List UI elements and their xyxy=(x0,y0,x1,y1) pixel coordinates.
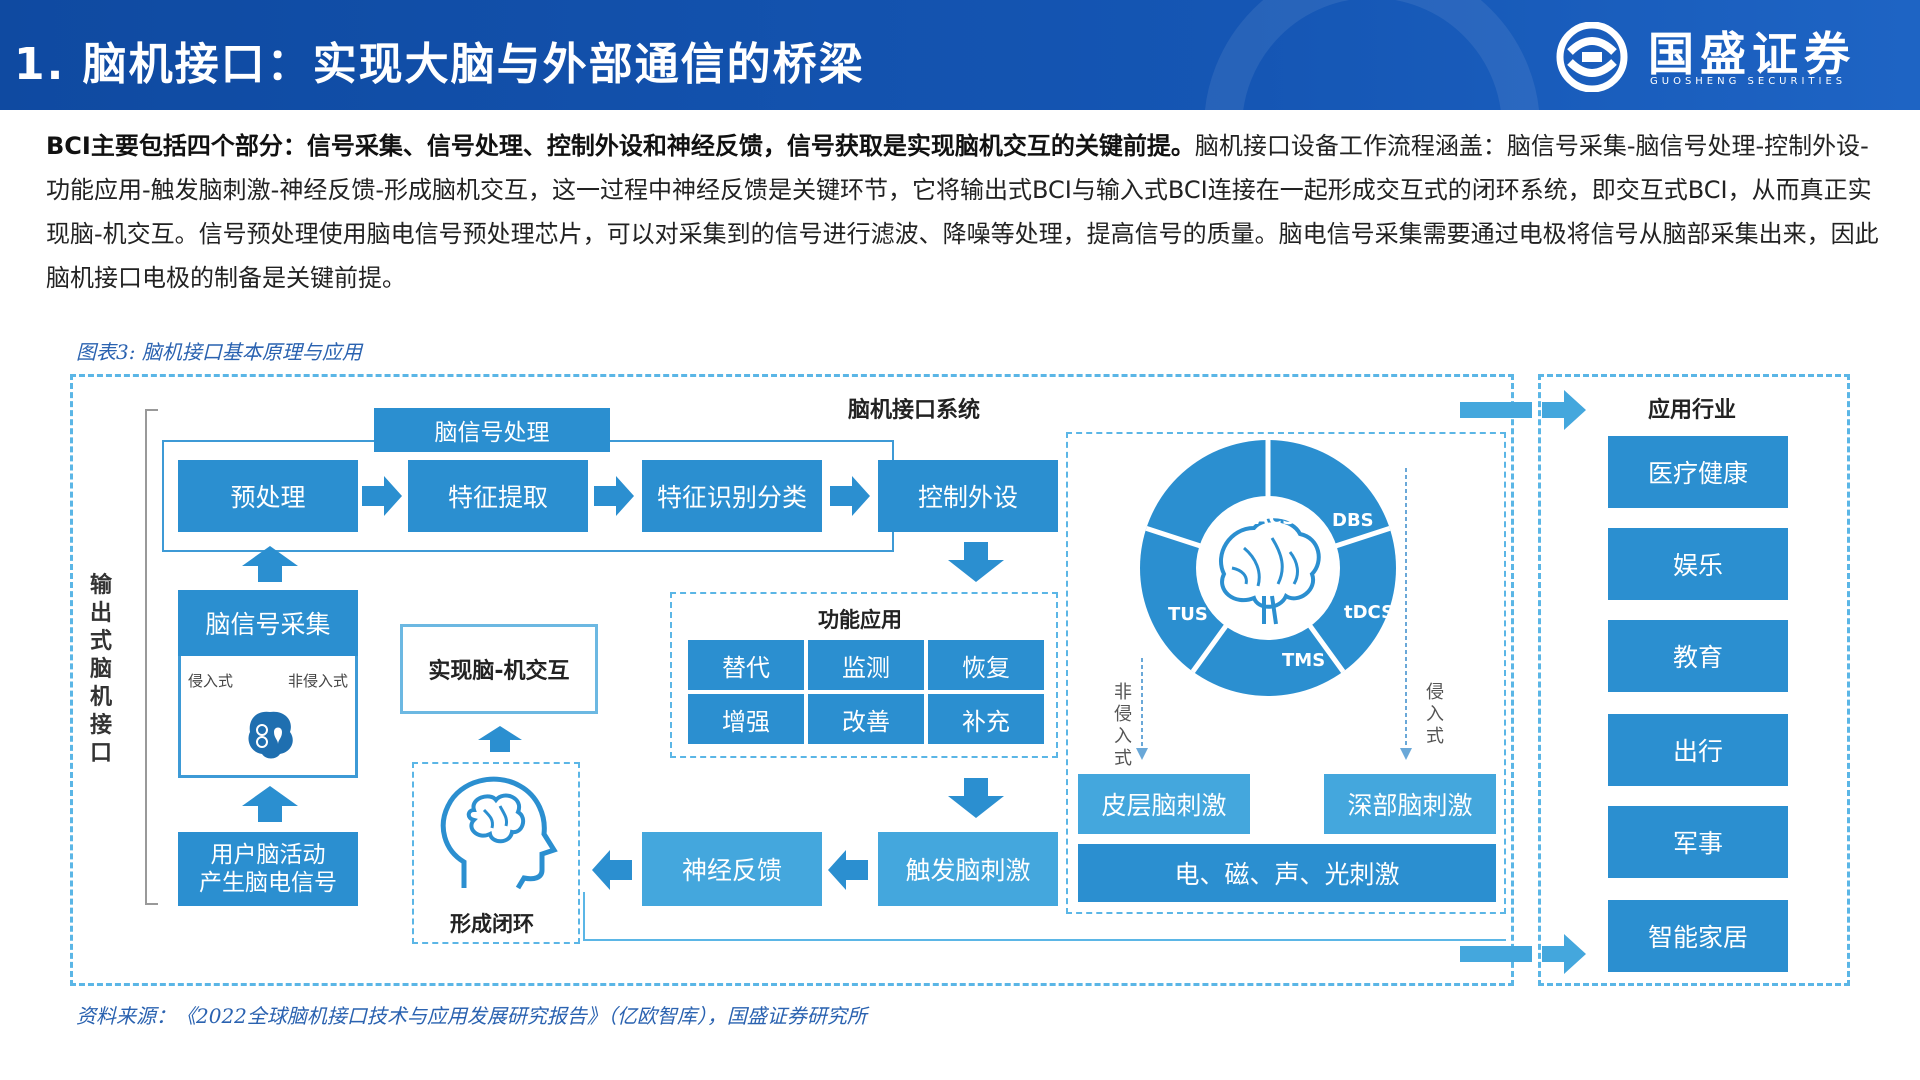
interaction-label: 实现脑-机交互 xyxy=(428,659,570,684)
arrow-up-icon xyxy=(242,546,298,582)
wheel-label: tACS xyxy=(1246,508,1295,529)
output-bci-label: 输出式脑机接口 xyxy=(89,573,112,766)
dashed-arrow-down-icon xyxy=(1136,658,1148,760)
industry-item: 智能家居 xyxy=(1608,900,1788,972)
bci-system-frame xyxy=(70,374,1514,986)
arrow-right-icon xyxy=(1460,390,1586,430)
trigger-stim-box: 触发脑刺激 xyxy=(878,832,1058,906)
wheel-label: TMS xyxy=(1282,650,1325,671)
interaction-box: 实现脑-机交互 xyxy=(400,624,598,714)
feature-classify-box: 特征识别分类 xyxy=(642,460,822,532)
arrow-up-icon xyxy=(478,726,522,752)
header-banner: 1. 脑机接口：实现大脑与外部通信的桥梁 国盛证券 GUOSHENG SECUR… xyxy=(0,0,1920,110)
signal-collect-box: 脑信号采集 xyxy=(178,590,358,656)
arrow-left-icon xyxy=(828,850,868,890)
wheel-label: TUS xyxy=(1168,604,1208,625)
func-item: 恢复 xyxy=(928,640,1044,690)
arrow-down-icon xyxy=(948,778,1004,818)
brain-chip-icon xyxy=(248,711,293,759)
stimulation-wheel: tACS DBS tDCS TMS TUS xyxy=(1140,440,1396,696)
industry-item: 军事 xyxy=(1608,806,1788,878)
dashed-arrow-down-icon xyxy=(1400,468,1412,760)
industry-frame xyxy=(1538,374,1850,986)
user-activity-box: 用户脑活动 产生脑电信号 xyxy=(178,832,358,906)
stimulation-frame xyxy=(1066,432,1506,914)
arrow-right-icon xyxy=(362,476,402,516)
wheel-label: DBS xyxy=(1332,510,1374,531)
logo-chinese-name: 国盛证券 xyxy=(1648,27,1856,81)
page-title: 1. 脑机接口：实现大脑与外部通信的桥梁 xyxy=(14,39,865,90)
header-decoration xyxy=(1204,0,1540,110)
arrow-right-icon xyxy=(594,476,634,516)
closed-loop-label: 形成闭环 xyxy=(450,912,534,936)
feedback-return-line xyxy=(583,892,1506,941)
arrow-down-icon xyxy=(948,542,1004,582)
neuro-feedback-box: 神经反馈 xyxy=(642,832,822,906)
output-bci-bracket xyxy=(145,409,158,905)
signal-processing-label: 脑信号处理 xyxy=(374,408,610,452)
control-device-box: 控制外设 xyxy=(878,460,1058,532)
func-item: 改善 xyxy=(808,694,924,744)
industry-title: 应用行业 xyxy=(1648,398,1737,423)
func-item: 替代 xyxy=(688,640,804,690)
bci-system-title: 脑机接口系统 xyxy=(848,398,981,423)
arrow-left-icon xyxy=(592,850,632,890)
preprocess-box: 预处理 xyxy=(178,460,358,532)
wheel-label: tDCS xyxy=(1344,602,1394,623)
guosheng-logo-icon xyxy=(1556,22,1628,92)
figure-caption: 图表3: 脑机接口基本原理与应用 xyxy=(76,340,362,364)
func-item: 监测 xyxy=(808,640,924,690)
industry-item: 医疗健康 xyxy=(1608,436,1788,508)
deep-stim-box: 深部脑刺激 xyxy=(1324,774,1496,834)
user-activity-line2: 产生脑电信号 xyxy=(199,870,337,896)
feature-extract-box: 特征提取 xyxy=(408,460,588,532)
invasive-vertical-label: 侵入式 xyxy=(1426,682,1444,747)
industry-item: 出行 xyxy=(1608,714,1788,786)
func-item: 增强 xyxy=(688,694,804,744)
function-app-frame xyxy=(670,592,1058,758)
head-brain-icon xyxy=(440,776,558,890)
arrow-up-icon xyxy=(242,786,298,822)
arrow-right-icon xyxy=(1460,934,1586,974)
bci-diagram: 脑机接口系统 应用行业 输出式脑机接口 脑信号处理 预处理 特征提取 特征识别分… xyxy=(62,368,1852,990)
user-activity-line1: 用户脑活动 xyxy=(210,842,326,868)
logo-english-name: GUOSHENG SECURITIES xyxy=(1650,76,1847,87)
intro-bold-lead: BCI主要包括四个部分：信号采集、信号处理、控制外设和神经反馈，信号获取是实现脑… xyxy=(46,132,1195,160)
non-invasive-vertical-label: 非侵入式 xyxy=(1114,682,1132,769)
intro-body-text: 脑机接口设备工作流程涵盖：脑信号采集-脑信号处理-控制外设-功能应用-触发脑刺激… xyxy=(46,132,1879,292)
invasive-label: 侵入式 xyxy=(188,672,234,690)
func-item: 补充 xyxy=(928,694,1044,744)
industry-item: 教育 xyxy=(1608,620,1788,692)
stim-types-box: 电、磁、声、光刺激 xyxy=(1078,844,1496,902)
closed-loop-frame xyxy=(412,762,580,944)
industry-item: 娱乐 xyxy=(1608,528,1788,600)
arrow-right-icon xyxy=(830,476,870,516)
non-invasive-label: 非侵入式 xyxy=(288,672,349,690)
intro-paragraph: BCI主要包括四个部分：信号采集、信号处理、控制外设和神经反馈，信号获取是实现脑… xyxy=(46,124,1886,300)
function-app-title: 功能应用 xyxy=(818,608,902,632)
cortex-stim-box: 皮层脑刺激 xyxy=(1078,774,1250,834)
figure-source: 资料来源：《2022全球脑机接口技术与应用发展研究报告》（亿欧智库），国盛证券研… xyxy=(76,1004,867,1028)
